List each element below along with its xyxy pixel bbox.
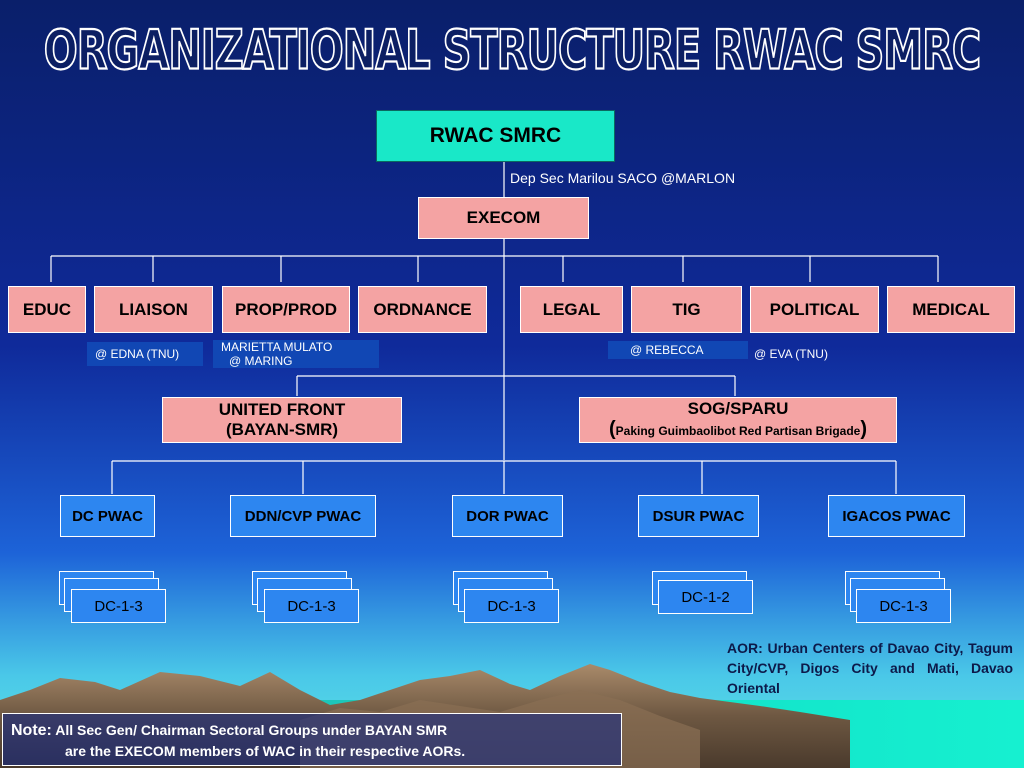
aor-text: AOR: Urban Centers of Davao City, Tagum … [727,640,1013,696]
dept-label: EDUC [22,299,72,319]
dept-label: POLITICAL [769,299,860,319]
prop-tag-line1: MARIETTA MULATO [221,340,333,354]
note-label: Note: [11,722,52,739]
dept-label: LEGAL [542,299,601,319]
sog-sparu-line2: Paking Guimbaolibot Red Partisan Brigade [615,424,861,438]
dept-medical-box[interactable]: MEDICAL [887,286,1015,333]
dc-unit-label: DC-1-3 [879,597,928,615]
dc-unit-label: DC-1-3 [487,597,536,615]
dept-label: TIG [672,299,701,319]
dept-label: PROP/PROD [234,299,338,319]
dc-unit-label: DC-1-3 [287,597,336,615]
dept-ordnance-box[interactable]: ORDNANCE [358,286,487,333]
pwac-igacos-box[interactable]: IGACOS PWAC [828,495,965,537]
pwac-label: DDN/CVP PWAC [244,507,362,525]
dc-unit-label: DC-1-2 [681,588,730,606]
pwac-dor-box[interactable]: DOR PWAC [452,495,563,537]
dc-unit-box[interactable]: DC-1-3 [856,589,951,623]
page-title: ORGANIZATIONAL STRUCTURE RWAC SMRC [43,19,982,83]
dc-unit-label: DC-1-3 [94,597,143,615]
pwac-ddn-cvp-box[interactable]: DDN/CVP PWAC [230,495,376,537]
dept-label: LIAISON [119,299,188,319]
pwac-label: DSUR PWAC [652,507,745,525]
prop-tag-line2: @ MARING [229,354,293,368]
dept-liaison-box[interactable]: LIAISON [94,286,213,333]
dc-unit-box[interactable]: DC-1-3 [464,589,559,623]
united-front-line1: UNITED FRONT [218,400,346,419]
sog-open-paren: ( [608,418,616,440]
pwac-label: DOR PWAC [466,507,549,525]
sog-sparu-box[interactable]: SOG/SPARU (Paking Guimbaolibot Red Parti… [579,397,897,443]
dept-educ-box[interactable]: EDUC [8,286,86,333]
united-front-box[interactable]: UNITED FRONT (BAYAN-SMR) [162,397,402,443]
pwac-dc-box[interactable]: DC PWAC [60,495,155,537]
pwac-dsur-box[interactable]: DSUR PWAC [638,495,759,537]
dept-legal-box[interactable]: LEGAL [520,286,623,333]
liaison-tag: @ EDNA (TNU) [87,342,203,366]
note-line1: All Sec Gen/ Chairman Sectoral Groups un… [55,722,448,738]
sog-sparu-line1: SOG/SPARU [687,399,789,418]
execom-label: EXECOM [466,208,541,227]
dept-label: MEDICAL [912,299,990,319]
political-tag: @ EVA (TNU) [754,347,828,361]
rwac-smrc-box[interactable]: RWAC SMRC [376,110,615,162]
dept-label: ORDNANCE [373,299,472,319]
dc-unit-box[interactable]: DC-1-3 [71,589,166,623]
sog-sparu-line2-wrap: (Paking Guimbaolibot Red Partisan Brigad… [609,419,867,441]
pwac-label: IGACOS PWAC [842,507,951,525]
prop-prod-tag: MARIETTA MULATO @ MARING [213,340,379,368]
tig-tag: @ REBECCA [608,341,748,359]
sog-close-paren: ) [860,418,868,440]
pwac-label: DC PWAC [72,508,143,525]
rwac-smrc-label: RWAC SMRC [429,124,562,147]
note-box: Note: All Sec Gen/ Chairman Sectoral Gro… [2,713,622,766]
dc-unit-box[interactable]: DC-1-2 [658,580,753,614]
note-line2: are the EXECOM members of WAC in their r… [65,743,466,759]
dept-political-box[interactable]: POLITICAL [750,286,879,333]
execom-box[interactable]: EXECOM [418,197,589,239]
dept-tig-box[interactable]: TIG [631,286,742,333]
dc-unit-box[interactable]: DC-1-3 [264,589,359,623]
united-front-line2: (BAYAN-SMR) [225,420,339,439]
dep-sec-label: Dep Sec Marilou SACO @MARLON [510,170,736,186]
dept-prop-prod-box[interactable]: PROP/PROD [222,286,350,333]
